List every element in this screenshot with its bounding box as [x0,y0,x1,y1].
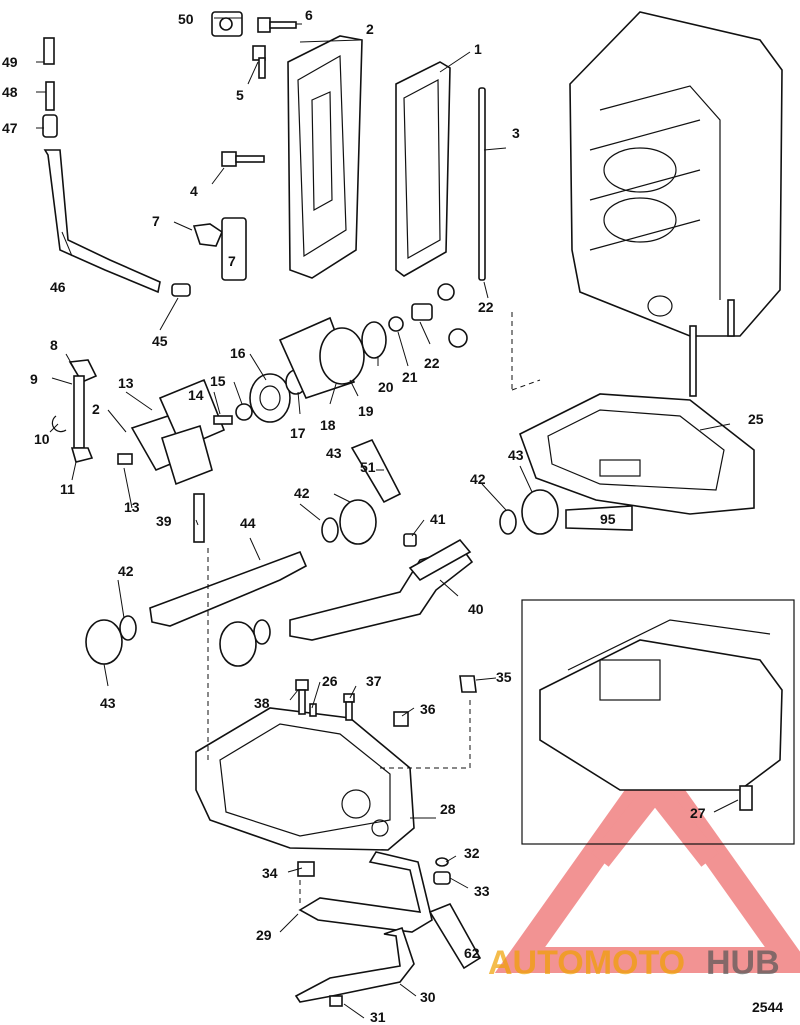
callout-7a: 7 [152,213,160,229]
callout-17: 17 [290,425,306,441]
callout-40: 40 [468,601,484,617]
callout-2: 2 [366,21,374,37]
callout-42b: 42 [470,471,486,487]
watermark-brand-2: HUB [706,944,780,982]
callout-2b: 2 [92,401,100,417]
callout-46: 46 [50,279,66,295]
callout-36: 34 [262,865,278,881]
callout-24: 22 [478,299,494,315]
callout-19: 19 [358,403,374,419]
figure-number: 2544 [752,999,783,1015]
callout-26: 28 [440,801,456,817]
lower-parts [294,851,482,1007]
callout-28: 26 [322,673,338,689]
plate-housing [287,35,363,279]
callout-leaders [36,17,739,1019]
callout-13b: 13 [124,499,140,515]
callout-34: 35 [496,669,512,685]
callout-49: 49 [2,54,18,70]
water-stack [51,283,468,486]
callout-31: 31 [370,1009,386,1025]
callout-22: 22 [424,355,440,371]
grease-tubes [350,438,633,547]
fuel-hose-assembly [42,37,191,297]
mounts [85,489,559,667]
fasteners-top [192,11,297,281]
callout-labels: 50 6 2 1 3 49 48 47 5 4 7 7 46 45 22 8 9… [2,7,783,1025]
callout-11: 10 [34,431,50,447]
callout-13a: 13 [118,375,134,391]
powerhead-block [569,11,783,397]
callout-10: 9 [30,371,38,387]
callout-42a: 42 [294,485,310,501]
callout-32: 32 [464,845,480,861]
callout-25: 25 [748,411,764,427]
callout-1: 1 [474,41,482,57]
inset-detail [521,599,795,845]
callout-43c: 43 [100,695,116,711]
callout-8: 8 [50,337,58,353]
watermark-text: AUTOMOTO HUB [488,944,780,982]
callout-21: 21 [402,369,418,385]
callout-48: 48 [2,84,18,100]
callout-39: 39 [156,513,172,529]
callout-35: 36 [420,701,436,717]
brackets [149,493,474,641]
callout-5: 5 [236,87,244,103]
callout-43a: 43 [326,445,342,461]
callout-6: 6 [305,7,313,23]
callout-38: 38 [254,695,270,711]
callout-29: 29 [256,927,272,943]
callout-18: 18 [320,417,336,433]
callout-42c: 42 [118,563,134,579]
callout-3: 3 [512,125,520,141]
rod-3 [478,87,486,281]
callout-27: 27 [690,805,706,821]
callout-47: 47 [2,120,18,136]
callout-33: 33 [474,883,490,899]
callout-41: 41 [430,511,446,527]
callout-15: 15 [210,373,226,389]
callout-43b: 43 [508,447,524,463]
gasket-25 [519,393,755,515]
callout-20: 20 [378,379,394,395]
watermark-brand-1: AUTOMOTO [488,944,685,982]
tube-label-95: 95 [600,511,616,527]
adapter-plate [195,675,477,877]
tube-label-7: 7 [228,253,236,269]
tube-label-62: 62 [464,945,480,961]
callout-14: 14 [188,387,204,403]
tube-label-51: 51 [360,459,376,475]
dashed-leaders [207,312,541,906]
callout-16: 16 [230,345,246,361]
callout-4: 4 [190,183,198,199]
callout-37: 37 [366,673,382,689]
callout-30: 30 [420,989,436,1005]
callout-44: 44 [240,515,256,531]
callout-9: 11 [60,481,75,497]
gasket-1 [395,61,451,277]
callout-45: 45 [152,333,168,349]
callout-50: 50 [178,11,194,27]
